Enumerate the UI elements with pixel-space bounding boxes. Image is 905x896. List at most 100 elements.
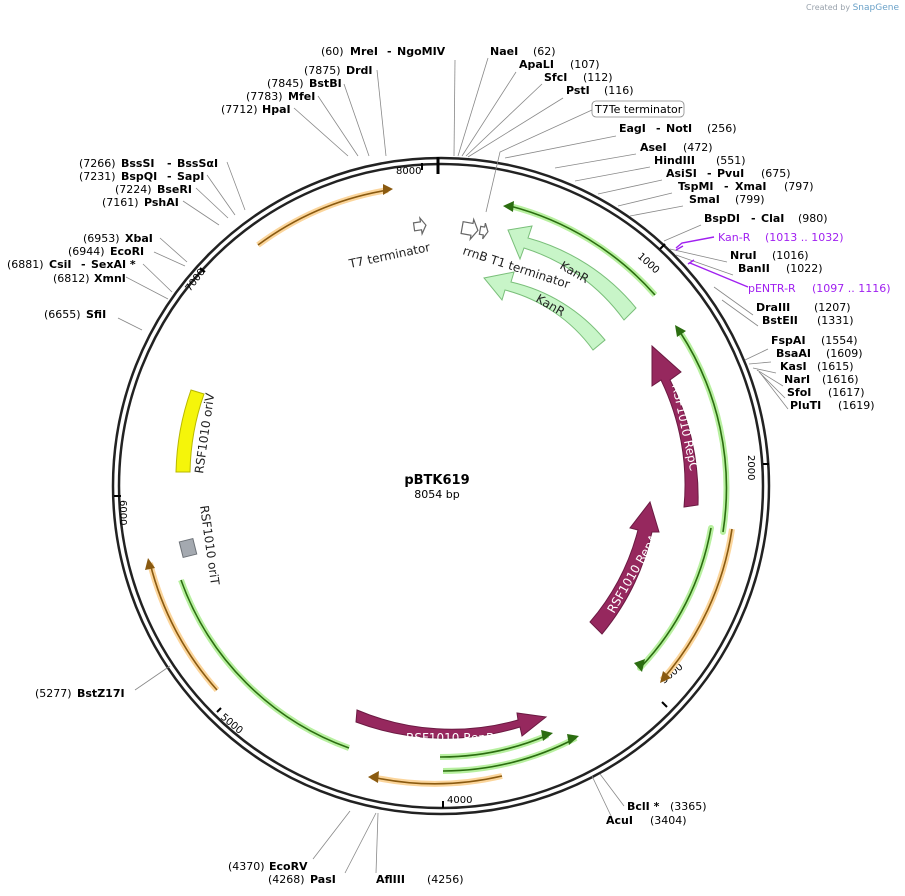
svg-text:(256): (256) [707, 122, 737, 135]
svg-text:XbaI: XbaI [125, 232, 153, 245]
svg-text:(6881): (6881) [7, 258, 44, 271]
svg-text:(1207): (1207) [814, 301, 851, 314]
svg-text:KasI: KasI [780, 360, 807, 373]
svg-text:(1619): (1619) [838, 399, 875, 412]
svg-text:(116): (116) [604, 84, 634, 97]
svg-text:HpaI: HpaI [262, 103, 291, 116]
svg-text:-: - [81, 258, 86, 271]
svg-text:AsiSI: AsiSI [666, 167, 697, 180]
primer-pentr-r: pENTR-R(1097 .. 1116) [748, 282, 891, 295]
svg-text:(551): (551) [716, 154, 746, 167]
svg-text:NarI: NarI [784, 373, 810, 386]
primer-kan-r: Kan-R(1013 .. 1032) [718, 231, 844, 244]
svg-text:DrdI: DrdI [346, 64, 373, 77]
svg-text:NotI: NotI [666, 122, 692, 135]
svg-text:(7845): (7845) [267, 77, 304, 90]
site-mrei: (60)MreI-NgoMIV [321, 45, 446, 58]
svg-text:NgoMIV: NgoMIV [397, 45, 446, 58]
svg-text:SfoI: SfoI [787, 386, 811, 399]
site-ecorv: (4370)EcoRV [228, 860, 308, 873]
svg-text:(6655): (6655) [44, 308, 81, 321]
svg-text:MreI: MreI [350, 45, 378, 58]
svg-text:-: - [167, 157, 172, 170]
tick-label-8000: 8000 [396, 166, 421, 177]
svg-text:NruI: NruI [730, 249, 757, 262]
site-kasi: KasI (1615) [780, 360, 854, 373]
site-sfii: (6655) SfiI [44, 308, 106, 321]
tick-2000: 2000 [745, 455, 769, 480]
site-draiii: DraIII(1207) [756, 301, 851, 314]
svg-text:(1617): (1617) [828, 386, 865, 399]
site-drdi: (7875) DrdI [304, 64, 373, 77]
svg-text:-: - [656, 122, 661, 135]
orit-label: RSF1010 oriT [197, 504, 222, 586]
svg-text:PasI: PasI [310, 873, 336, 886]
site-bsaai: BsaAI(1609) [776, 347, 863, 360]
plasmid-name: pBTK619 [404, 473, 469, 488]
svg-text:ClaI: ClaI [761, 212, 784, 225]
site-bstz17i: (5277)BstZ17I [35, 687, 125, 700]
t7te-terminator-box: T7Te terminator [591, 100, 685, 118]
t7-terminator-label: T7 terminator [347, 240, 432, 271]
site-xbai: (6953)XbaI [83, 232, 153, 245]
svg-text:-: - [167, 170, 172, 183]
site-acui: AcuI(3404) [606, 814, 687, 827]
svg-text:BspDI: BspDI [704, 212, 740, 225]
site-bsteii: BstEII(1331) [762, 314, 854, 327]
svg-text:SexAI *: SexAI * [91, 258, 136, 271]
svg-text:(7783): (7783) [246, 90, 283, 103]
svg-text:XmnI: XmnI [94, 272, 126, 285]
svg-text:-: - [751, 212, 756, 225]
site-ecori: (6944)EcoRI [68, 245, 144, 258]
repb-feature: RSF1010 RepB [355, 709, 548, 745]
svg-text:(4268): (4268) [268, 873, 305, 886]
svg-text:NaeI: NaeI [490, 45, 518, 58]
svg-text:(1016): (1016) [772, 249, 809, 262]
site-xmni: (6812) XmnI [53, 272, 126, 285]
svg-text:(797): (797) [784, 180, 814, 193]
svg-text:(4256): (4256) [427, 873, 464, 886]
orit-feature: RSF1010 oriT [178, 504, 222, 586]
svg-text:(4370): (4370) [228, 860, 265, 873]
svg-text:EcoRI: EcoRI [110, 245, 144, 258]
repa-label: RSF1010 RepA [604, 531, 661, 615]
tick-6000: 6000 [114, 495, 128, 525]
site-eagi: EagI-NotI(256) [619, 122, 737, 135]
svg-text:SfiI: SfiI [86, 308, 106, 321]
site-hindiii: HindIII(551) [654, 154, 746, 167]
orf-arcs [178, 201, 730, 774]
svg-text:(1615): (1615) [817, 360, 854, 373]
repc-label: RSF1010 RepC [669, 383, 701, 472]
site-asei: AseI(472) [640, 141, 713, 154]
backbone-inner [117, 162, 765, 810]
svg-text:(7875): (7875) [304, 64, 341, 77]
site-fspai: FspAI(1554) [771, 334, 858, 347]
svg-text:(6812): (6812) [53, 272, 90, 285]
svg-text:(1554): (1554) [821, 334, 858, 347]
site-pluti: PluTI(1619) [790, 399, 875, 412]
svg-text:(980): (980) [798, 212, 828, 225]
site-tspmi: TspMI-XmaI(797) [678, 180, 814, 193]
plasmid-size: 8054 bp [414, 488, 459, 501]
site-afliii: AflIII(4256) [376, 873, 464, 886]
tick-5000: 5000 [216, 707, 245, 737]
site-leader-lines [117, 57, 789, 874]
tick-1000: 1000 [635, 243, 666, 276]
svg-text:(1097 .. 1116): (1097 .. 1116) [812, 282, 891, 295]
svg-text:BstZ17I: BstZ17I [77, 687, 125, 700]
tick-4000: 4000 [442, 795, 472, 808]
svg-text:BclI *: BclI * [627, 800, 660, 813]
svg-text:(62): (62) [533, 45, 556, 58]
svg-text:(7161): (7161) [102, 196, 139, 209]
tick-label-1000: 1000 [635, 251, 661, 276]
svg-text:(1022): (1022) [786, 262, 823, 275]
svg-text:(1609): (1609) [826, 347, 863, 360]
svg-text:PstI: PstI [566, 84, 590, 97]
snapgene-brand: SnapGene [852, 3, 899, 13]
svg-text:(472): (472) [683, 141, 713, 154]
snapgene-credit: Created by SnapGene [806, 3, 899, 13]
svg-text:-: - [707, 167, 712, 180]
backbone-outer [111, 156, 771, 816]
site-pasi: (4268) PasI [268, 873, 336, 886]
